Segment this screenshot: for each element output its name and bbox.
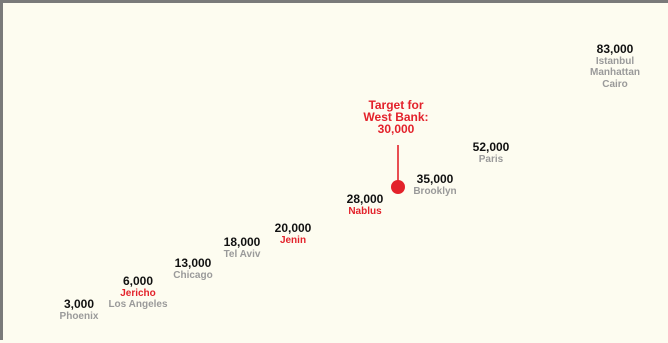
city-label-chicago: Chicago (173, 270, 212, 281)
value-label-3-000: 3,000 (64, 297, 94, 311)
city-label-jenin: Jenin (280, 235, 306, 246)
city-label-jericho: Jericho (120, 288, 156, 299)
city-label-tel-aviv: Tel Aviv (224, 249, 261, 260)
city-label-los-angeles: Los Angeles (108, 299, 168, 310)
city-label-manhattan: Manhattan (590, 67, 640, 78)
value-label-20-000: 20,000 (275, 221, 312, 235)
value-label-28-000: 28,000 (347, 192, 384, 206)
value-label-6-000: 6,000 (123, 274, 153, 288)
target-label-line-3: 30,000 (378, 122, 415, 136)
value-label-18-000: 18,000 (224, 235, 261, 249)
value-label-35-000: 35,000 (417, 172, 454, 186)
value-label-83-000: 83,000 (597, 42, 634, 56)
city-label-nablus: Nablus (348, 206, 382, 217)
city-label-brooklyn: Brooklyn (413, 186, 456, 197)
value-label-13-000: 13,000 (175, 256, 212, 270)
target-label-line-2: West Bank: (363, 110, 428, 124)
city-label-phoenix: Phoenix (60, 311, 99, 322)
city-label-cairo: Cairo (602, 79, 628, 90)
city-label-paris: Paris (479, 154, 504, 165)
value-label-52-000: 52,000 (473, 140, 510, 154)
city-label-istanbul: Istanbul (596, 56, 635, 67)
target-marker-dot (391, 180, 405, 194)
target-label-line-1: Target for (368, 98, 423, 112)
